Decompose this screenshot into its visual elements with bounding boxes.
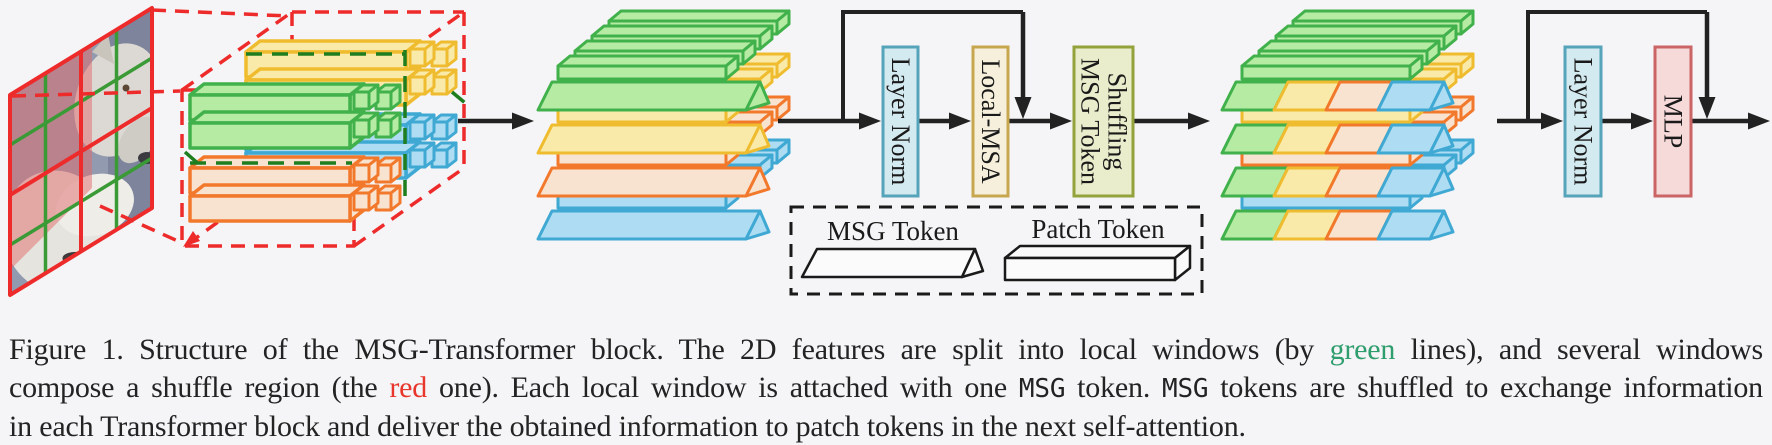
- legend-msg-token-label: MSG Token: [827, 216, 959, 246]
- caption-line: Figure 1. Structure of the MSG-Transform…: [9, 331, 1763, 369]
- msg-token-icon: [800, 247, 977, 279]
- caption-segment-normal: tokens are shuffled to exchange informat…: [1208, 370, 1763, 404]
- caption-segment-normal: Figure 1. Structure of the MSG-Transform…: [9, 333, 1330, 366]
- caption-line: compose a shuffle region (the red one). …: [9, 369, 1763, 409]
- layer-norm-2-label: Layer Norm: [1569, 58, 1598, 186]
- caption-segment-green: green: [1329, 333, 1396, 366]
- generated-diagram-shapes: [8, 6, 1770, 297]
- msg-token-shuffling-label-line2: Shuffling: [1103, 73, 1132, 171]
- local-msa-box: [971, 45, 1010, 198]
- local-msa-label: Local-MSA: [976, 59, 1005, 183]
- input-token-stack: [536, 9, 791, 241]
- caption-line: in each Transformer block and deliver th…: [9, 408, 1763, 445]
- caption-segment-normal: one). Each local window is attached with…: [427, 370, 1019, 404]
- msg-token-shuffling-box: [1072, 45, 1135, 198]
- caption-segment-normal: compose a shuffle region (the: [9, 370, 390, 404]
- shuffled-token-stack: [1220, 9, 1475, 241]
- patch-token-icon: [1003, 256, 1177, 282]
- mlp-box: [1653, 45, 1693, 198]
- layer-norm-2-box: [1563, 45, 1603, 198]
- legend-patch-token-label: Patch Token: [1031, 214, 1165, 244]
- msg-transformer-diagram: Layer Norm Local-MSA MSG Token Shuffling…: [8, 6, 1770, 297]
- mlp-label: MLP: [1659, 95, 1688, 148]
- transformer-block-1: Layer Norm Local-MSA MSG Token Shuffling: [881, 45, 1135, 198]
- input-image: [10, 8, 152, 295]
- legend: MSG Token Patch Token: [789, 205, 1204, 296]
- windowed-feature-block: [188, 39, 458, 223]
- caption-segment-red: red: [389, 370, 428, 404]
- caption-segment-normal: in each Transformer block and deliver th…: [9, 410, 1246, 443]
- caption-segment-normal: token.: [1065, 370, 1162, 404]
- layer-norm-1-box: [881, 45, 920, 198]
- figure-caption: Figure 1. Structure of the MSG-Transform…: [0, 331, 1772, 445]
- transformer-block-2: Layer Norm MLP: [1563, 45, 1693, 198]
- legend-border: [789, 205, 1204, 296]
- green-dashed-3d-lines: [183, 50, 472, 203]
- caption-segment-mono: MSG: [1162, 373, 1209, 404]
- msg-token-shuffling-label-line1: MSG Token: [1076, 58, 1105, 185]
- msg-token-icon-end: [960, 247, 985, 279]
- caption-segment-mono: MSG: [1018, 373, 1066, 404]
- layer-norm-1-label: Layer Norm: [886, 58, 915, 186]
- caption-segment-normal: lines), and several windows: [1395, 333, 1764, 366]
- patch-token-icon-top: [1003, 244, 1192, 260]
- flow-arrows: [458, 10, 1770, 130]
- image-red-shuffle-region-lines: [8, 6, 154, 297]
